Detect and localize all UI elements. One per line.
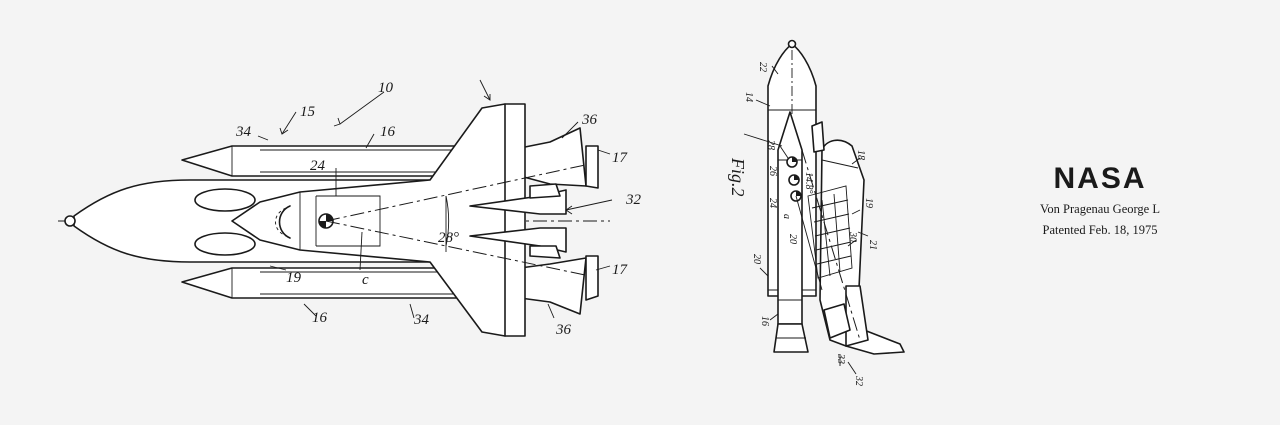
lower-booster — [181, 255, 599, 315]
fig2-ref-18: 18 — [855, 150, 866, 160]
fig2-ref-28: 28 — [765, 140, 776, 150]
ref-34-lower: 34 — [413, 312, 430, 328]
fig2-ref-32: 32 — [853, 375, 864, 386]
fig2-ref-24: 24 — [767, 198, 778, 208]
fig2-cg-markers — [786, 156, 823, 291]
ref-36-upper: 36 — [581, 112, 598, 128]
fig2-ref-14: 14 — [743, 92, 754, 102]
ref-24: 24 — [310, 158, 326, 174]
fig2-ref-20-outer: 20 — [751, 254, 762, 264]
ref-17-lower: 17 — [612, 262, 629, 278]
ref-16-upper: 16 — [380, 124, 396, 140]
fig2-ref-26: 26 — [767, 166, 778, 176]
nasa-logo: NASA — [1053, 162, 1147, 195]
credit-block: NASA Von Pragenau George L Patented Feb.… — [1020, 162, 1180, 238]
fig2-ref-30: 30 — [847, 231, 858, 242]
figure-1-drawing: 10 15 34 16 36 17 24 32 28° 17 19 c 16 3… — [58, 79, 642, 338]
fig2-ref-22: 22 — [757, 62, 768, 72]
inventor-name: Von Pragenau George L — [1040, 202, 1160, 216]
fig2-orbiter — [801, 121, 905, 355]
fig2-ref-14-8-deg: 14.8° — [803, 172, 814, 194]
ref-17-upper: 17 — [612, 150, 629, 166]
figure-2-drawing: 22 14 28 26 14.8° 24 a 20 20 18 19 30 21… — [728, 39, 905, 386]
fig2-ref-21: 21 — [867, 240, 878, 250]
fig2-ref-a: a — [781, 214, 792, 219]
ref-32: 32 — [625, 192, 642, 208]
ref-28-deg: 28° — [438, 230, 459, 246]
orbiter — [231, 103, 586, 337]
fig2-caption: Fig.2 — [728, 157, 748, 197]
fig2-ref-16: 16 — [759, 316, 770, 326]
patent-date: Patented Feb. 18, 1975 — [1042, 223, 1158, 237]
fig2-ref-20-inner: 20 — [787, 234, 798, 244]
fig2-ref-33: 33 — [835, 353, 846, 364]
ref-16-lower: 16 — [312, 310, 328, 326]
ref-19: 19 — [286, 270, 302, 286]
ref-10: 10 — [378, 80, 394, 96]
ref-34-upper: 34 — [235, 124, 252, 140]
fig2-ref-19: 19 — [863, 198, 874, 208]
figure-1-leaders — [257, 79, 613, 319]
ref-15: 15 — [300, 104, 316, 120]
ref-c: c — [362, 272, 369, 288]
ref-36-lower: 36 — [555, 322, 572, 338]
